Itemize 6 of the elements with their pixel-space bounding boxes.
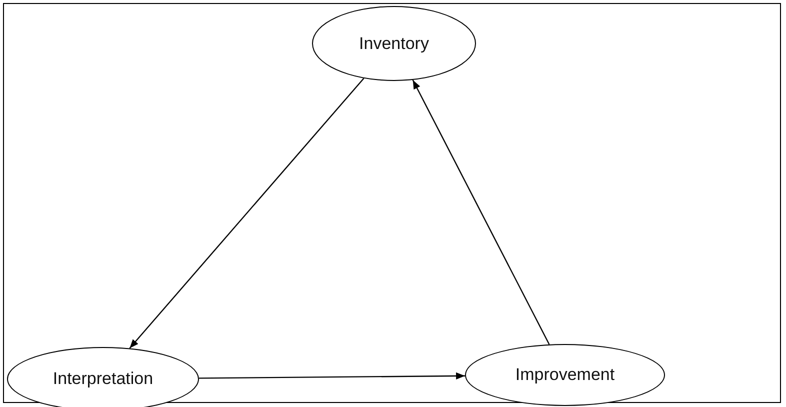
node-label: Improvement xyxy=(515,365,615,385)
arrow xyxy=(412,80,550,345)
arrow xyxy=(129,78,364,349)
node-label: Inventory xyxy=(359,34,429,54)
node-label: Interpretation xyxy=(52,369,154,389)
arrow xyxy=(198,372,466,380)
